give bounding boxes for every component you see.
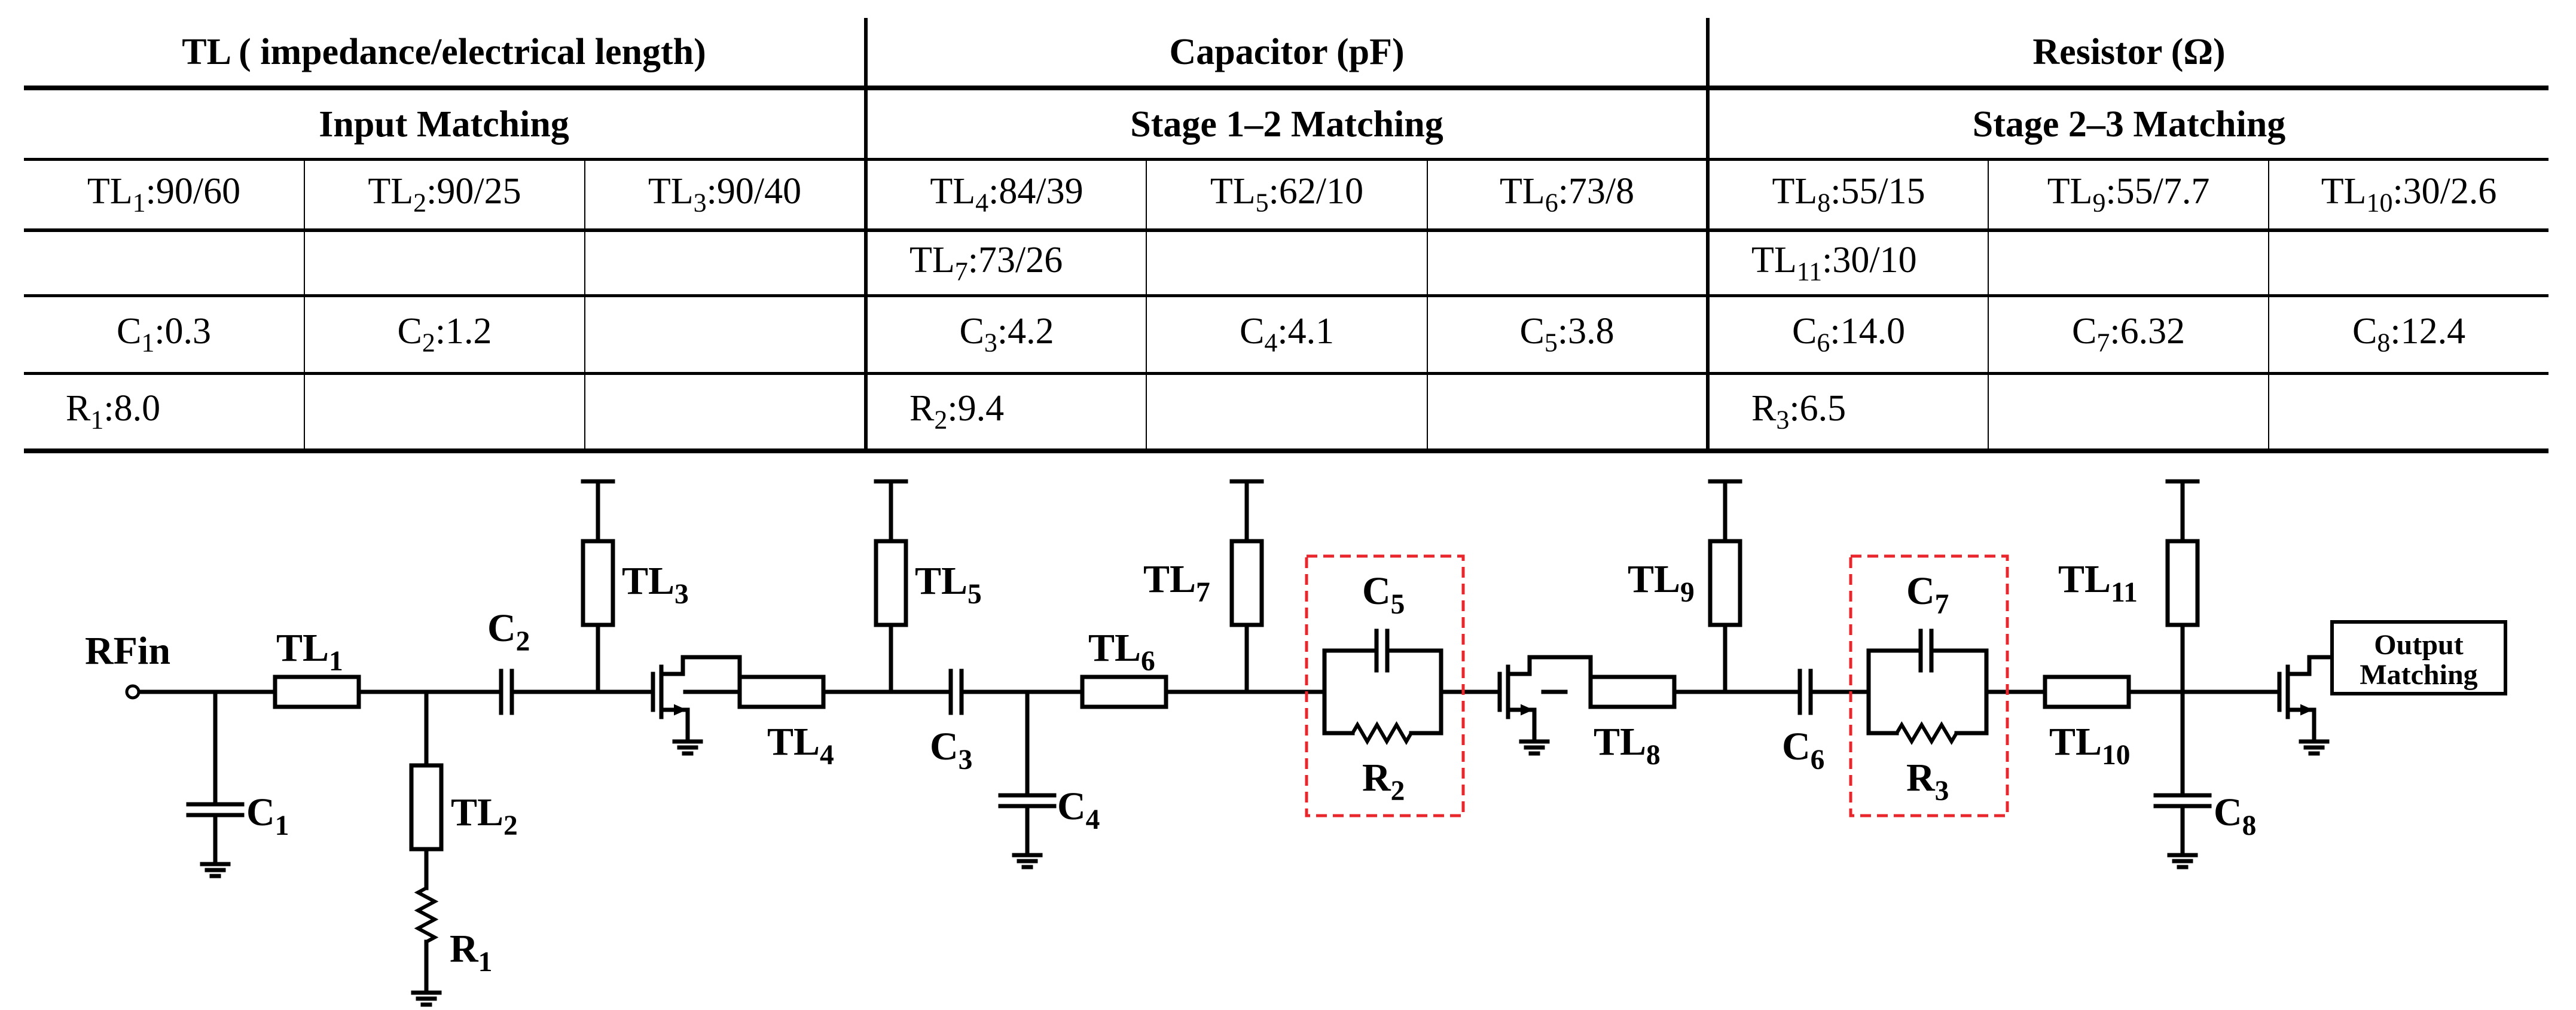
label-tl1: TL1 [276,626,343,677]
resistor-cell [1146,373,1429,453]
resistor-cell: R1:8.0 [24,373,305,453]
label-r1: R1 [450,927,492,978]
tl-cell [584,230,867,297]
highlight-box-r2c5 [1305,554,1465,817]
tl4-line [737,675,826,709]
tl-cell: TL10:30/2.6 [2268,159,2549,232]
tl9-line [1708,539,1742,627]
label-tl3: TL3 [622,559,689,610]
tl-cell: TL6:73/8 [1427,159,1709,232]
tl10-line [2043,675,2131,709]
label-tl2: TL2 [451,791,518,841]
tl-cell [1427,230,1709,297]
tl-cell: TL2:90/25 [304,159,585,232]
tl-cell [24,230,305,297]
component-values-table: TL ( impedance/electrical length) Capaci… [24,18,2549,453]
tl2-line [409,763,444,852]
tl-cell [2268,230,2549,297]
tl11-line [2165,539,2200,627]
resistor-cell [2268,373,2549,453]
output-box-label: Matching [2360,659,2477,691]
transistor-2-arrow [1521,704,1534,716]
label-tl4: TL4 [767,720,834,771]
tl-cell: TL4:84/39 [864,159,1147,232]
label-c2: C2 [487,606,530,657]
tl-cell: TL8:55/15 [1706,159,1989,232]
label-c6: C6 [1782,725,1824,776]
capacitor-cell [584,295,867,375]
label-tl10: TL10 [2049,720,2131,771]
tl-cell: TL5:62/10 [1146,159,1429,232]
capacitor-cell: C4:4.1 [1146,295,1429,375]
tl-cell: TL9:55/7.7 [1988,159,2270,232]
tl1-line [273,675,361,709]
label-r3: R3 [1906,756,1949,807]
resistor-r2 [1351,721,1413,745]
resistor-cell: R3:6.5 [1706,373,1989,453]
label-tl8: TL8 [1594,720,1661,771]
resistor-r1 [414,886,439,944]
resistor-cell [304,373,585,453]
tl-cell: TL11:30/10 [1706,230,1989,297]
highlight-box-r3c7 [1849,554,2009,817]
tl5-line [874,539,908,627]
capacitor-cell: C5:3.8 [1427,295,1709,375]
header-resistor: Resistor (Ω) [1706,18,2549,88]
label-c8: C8 [2214,791,2256,841]
tl3-line [581,539,615,627]
resistor-r3 [1895,721,1958,745]
transistor-1-arrow [674,704,687,716]
resistor-cell [584,373,867,453]
tl-cell [1146,230,1429,297]
output-matching-box [2330,620,2507,695]
tl-cell [304,230,585,297]
resistor-cell [1427,373,1709,453]
section-stage-2-3: Stage 2–3 Matching [1706,86,2549,161]
tl-cell: TL7:73/26 [864,230,1147,297]
capacitor-cell: C7:6.32 [1988,295,2270,375]
tl8-line [1588,675,1677,709]
transistor-3-arrow [2300,704,2313,716]
label-tl11: TL11 [2058,557,2138,608]
tl-cell [1988,230,2270,297]
capacitor-cell: C6:14.0 [1706,295,1989,375]
label-tl6: TL6 [1088,626,1155,677]
tl-cell: TL3:90/40 [584,159,867,232]
label-c5: C5 [1362,569,1405,620]
capacitor-cell: C3:4.2 [864,295,1147,375]
resistor-cell: R2:9.4 [864,373,1147,453]
tl-cell: TL1:90/60 [24,159,305,232]
section-input-matching: Input Matching [24,86,868,161]
label-r2: R2 [1362,756,1405,807]
label-tl9: TL9 [1628,557,1695,608]
label-c1: C1 [246,791,289,841]
resistor-cell [1988,373,2270,453]
input-label: RFin [85,629,170,673]
label-c7: C7 [1906,569,1949,620]
output-box-label: Output [2374,629,2463,661]
tl7-line [1229,539,1264,627]
label-c4: C4 [1057,785,1100,835]
capacitor-cell: C1:0.3 [24,295,305,375]
tl6-line [1080,675,1168,709]
label-c3: C3 [930,725,972,776]
label-tl7: TL7 [1143,557,1210,608]
section-stage-1-2: Stage 1–2 Matching [864,86,1710,161]
header-tl: TL ( impedance/electrical length) [24,18,868,88]
header-capacitor: Capacitor (pF) [864,18,1710,88]
capacitor-cell: C8:12.4 [2268,295,2549,375]
input-terminal [125,684,141,700]
capacitor-cell: C2:1.2 [304,295,585,375]
label-tl5: TL5 [915,559,982,610]
